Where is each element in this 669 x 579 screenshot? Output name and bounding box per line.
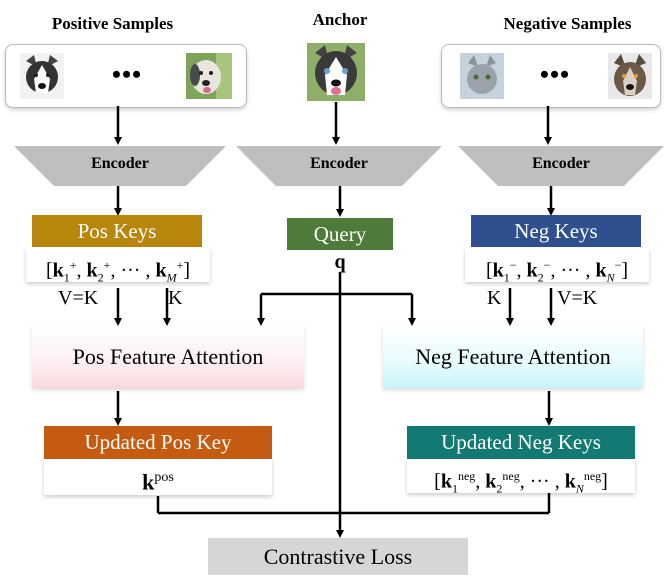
query-symbol: q — [334, 251, 346, 273]
neg-encoder-label: Encoder — [532, 155, 590, 172]
pos-feature-attention: Pos Feature Attention — [32, 326, 304, 388]
query-title: Query — [287, 218, 393, 250]
updated-pos-key-title: Updated Pos Key — [44, 426, 272, 459]
pos-encoder-shape — [14, 146, 226, 186]
negative-samples-header: Negative Samples — [503, 14, 632, 33]
husky-icon — [20, 53, 64, 99]
neg-value-label: V=K — [557, 287, 598, 309]
neg-encoder-shape — [458, 146, 664, 186]
neg-keys-title: Neg Keys — [471, 215, 641, 247]
positive-dots: ••• — [111, 60, 143, 89]
negative-samples-box: ••• — [441, 44, 661, 108]
dog-icon — [186, 53, 232, 99]
anchor-header: Anchor — [312, 10, 368, 29]
updated-pos-key-vector: kpos — [44, 459, 272, 495]
pos-keys-vector: [k1+, k2+, ··· , kM+] — [26, 248, 210, 285]
neg-keys-vector: [k1−, k2−, ··· , kN−] — [465, 248, 649, 285]
husky-icon — [307, 43, 365, 101]
neg-feature-attention: Neg Feature Attention — [383, 326, 643, 388]
updated-neg-keys-title: Updated Neg Keys — [407, 426, 635, 459]
cat-icon — [460, 53, 504, 99]
contrastive-loss: Contrastive Loss — [208, 538, 468, 575]
neg-key-label: K — [487, 287, 502, 309]
wolf-icon — [608, 53, 652, 99]
pos-key-label: K — [168, 287, 183, 309]
query-encoder-shape — [236, 146, 442, 186]
pos-encoder-label: Encoder — [91, 155, 149, 172]
positive-samples-box: ••• — [5, 44, 247, 108]
pos-value-label: V=K — [58, 287, 99, 309]
negative-dots: ••• — [539, 60, 571, 89]
pos-keys-title: Pos Keys — [32, 215, 202, 247]
updated-neg-keys-vector: [k1neg, k2neg, ··· , kNneg] — [407, 459, 635, 496]
query-encoder-label: Encoder — [310, 155, 368, 172]
positive-samples-header: Positive Samples — [51, 14, 174, 33]
